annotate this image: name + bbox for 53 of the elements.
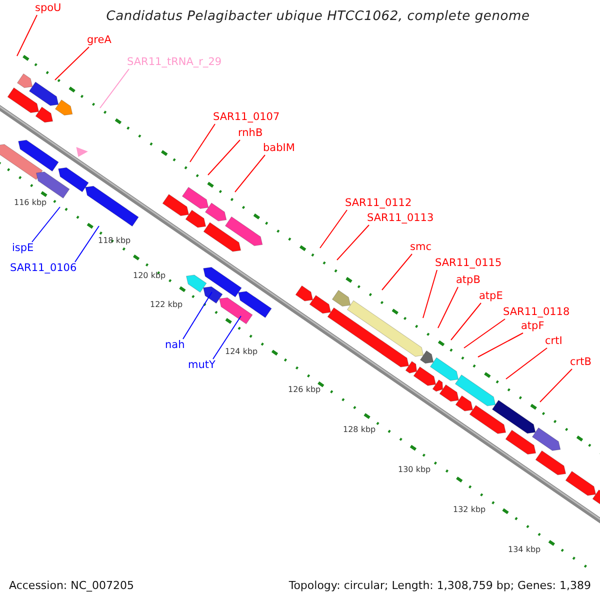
gene-label: mutY — [188, 359, 216, 372]
leader-line — [478, 332, 524, 358]
gene-label: crtI — [545, 335, 562, 348]
gene-label: crtB — [570, 356, 592, 369]
leader-line — [212, 316, 242, 360]
leader-line — [32, 206, 60, 242]
position-label: 120 kbp — [133, 271, 166, 280]
gene-label: atpF — [521, 320, 544, 333]
position-label: 130 kbp — [398, 465, 431, 474]
position-label: 134 kbp — [508, 545, 541, 554]
gene-label: SAR11_0118 — [503, 306, 570, 319]
gene-label: SAR11_tRNA_r_29 — [127, 56, 222, 69]
gene-label: rnhB — [238, 127, 263, 140]
leader-line — [438, 286, 458, 328]
leader-line — [540, 368, 572, 402]
gene-label: babIM — [263, 142, 295, 155]
leader-line — [16, 14, 38, 56]
leader-line — [450, 302, 482, 340]
leader-line — [182, 292, 212, 340]
leader-line — [190, 124, 216, 162]
position-label: 132 kbp — [453, 505, 486, 514]
leader-line — [506, 348, 548, 380]
position-label: 118 kbp — [98, 236, 131, 245]
leader-line — [100, 68, 130, 108]
gene-label: SAR11_0112 — [345, 197, 412, 210]
leader-line — [234, 154, 266, 192]
gene-label: SAR11_0113 — [367, 212, 434, 225]
gene-label: atpB — [456, 274, 480, 287]
leader-line — [336, 224, 370, 260]
leader-line — [422, 270, 438, 318]
gene-label: atpE — [479, 290, 503, 303]
position-label: 126 kbp — [288, 385, 321, 394]
leader-line — [54, 46, 90, 80]
position-label: 124 kbp — [225, 347, 258, 356]
gene-label: SAR11_0115 — [435, 257, 502, 270]
footer-text: Topology: circular; Length: 1,308,759 bp; Genes: 1,389 — [288, 579, 591, 592]
gene-label: SAR11_0107 — [213, 111, 280, 124]
gene-label: ispE — [12, 242, 34, 255]
gene-label: smc — [410, 241, 432, 254]
leader-line — [464, 318, 506, 348]
leader-line — [74, 226, 100, 262]
leader-line — [208, 140, 240, 176]
genome-title: Candidatus Pelagibacter ubique HTCC1062, complete genome — [105, 9, 531, 24]
gene-label: greA — [87, 34, 112, 47]
gene-label: SAR11_0106 — [10, 262, 77, 275]
position-label: 122 kbp — [150, 300, 183, 309]
leader-line — [382, 254, 412, 290]
gene-label: spoU — [35, 2, 62, 15]
footer-text: Accession: NC_007205 — [9, 579, 134, 592]
gene-label: nah — [165, 339, 185, 352]
position-label: 128 kbp — [343, 425, 376, 434]
leader-line — [320, 210, 348, 248]
position-label: 116 kbp — [14, 198, 47, 207]
